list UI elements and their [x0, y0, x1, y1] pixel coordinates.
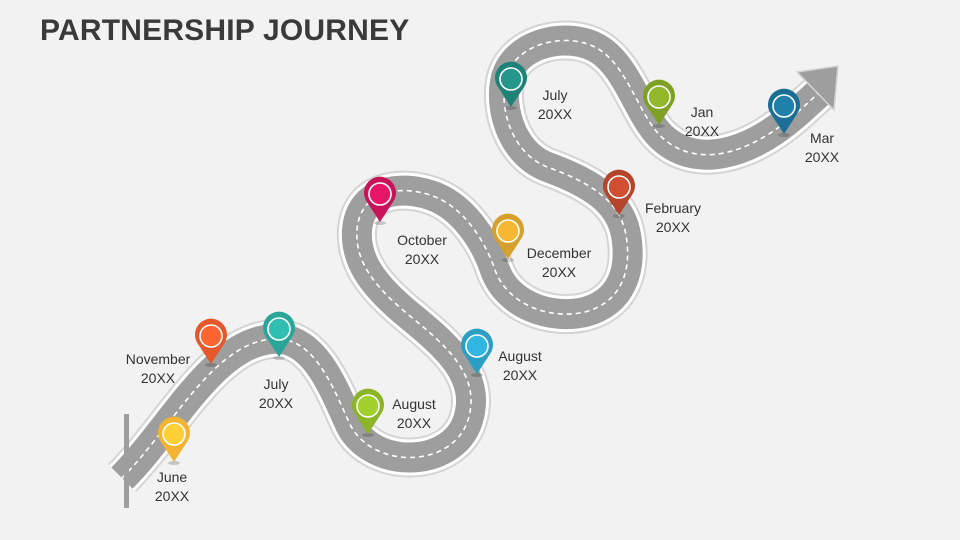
milestone-year: 20XX: [259, 395, 294, 411]
map-pin-icon: [642, 79, 675, 128]
milestone-year: 20XX: [397, 415, 432, 431]
milestone-pins: [158, 61, 800, 465]
map-pin-icon: [352, 388, 385, 437]
map-pin-icon: [158, 416, 190, 465]
milestone-month: Jan: [691, 104, 714, 120]
milestone-year: 20XX: [805, 149, 840, 165]
road-start-edge: [124, 414, 129, 508]
milestone-month: December: [527, 245, 592, 261]
milestone-month: Mar: [810, 130, 834, 146]
milestone-year: 20XX: [141, 370, 176, 386]
road: [122, 40, 822, 478]
milestone-month: February: [645, 200, 701, 216]
map-pin-icon: [195, 318, 227, 367]
map-pin-icon: [363, 176, 396, 225]
milestone-year: 20XX: [155, 488, 190, 504]
milestone-month: August: [498, 348, 542, 364]
milestone-labels: June 20XX November 20XX July 20XX August 20XX Au…: [126, 87, 840, 504]
milestone-month: November: [126, 351, 191, 367]
milestone-month: August: [392, 396, 436, 412]
map-pin-icon: [461, 328, 494, 377]
milestone-month: July: [264, 376, 289, 392]
map-pin-icon: [263, 311, 295, 360]
milestone-year: 20XX: [538, 106, 573, 122]
slide-title: PARTNERSHIP JOURNEY: [40, 14, 410, 47]
milestone-year: 20XX: [656, 219, 691, 235]
milestone-year: 20XX: [542, 264, 577, 280]
map-pin-icon: [495, 61, 527, 110]
milestone-month: July: [543, 87, 568, 103]
milestone-year: 20XX: [685, 123, 720, 139]
map-pin-icon: [491, 213, 524, 262]
milestone-month: June: [157, 469, 188, 485]
milestone-month: October: [397, 232, 447, 248]
milestone-year: 20XX: [503, 367, 538, 383]
map-pin-icon: [603, 169, 635, 218]
milestone-year: 20XX: [405, 251, 440, 267]
map-pin-icon: [768, 88, 800, 137]
